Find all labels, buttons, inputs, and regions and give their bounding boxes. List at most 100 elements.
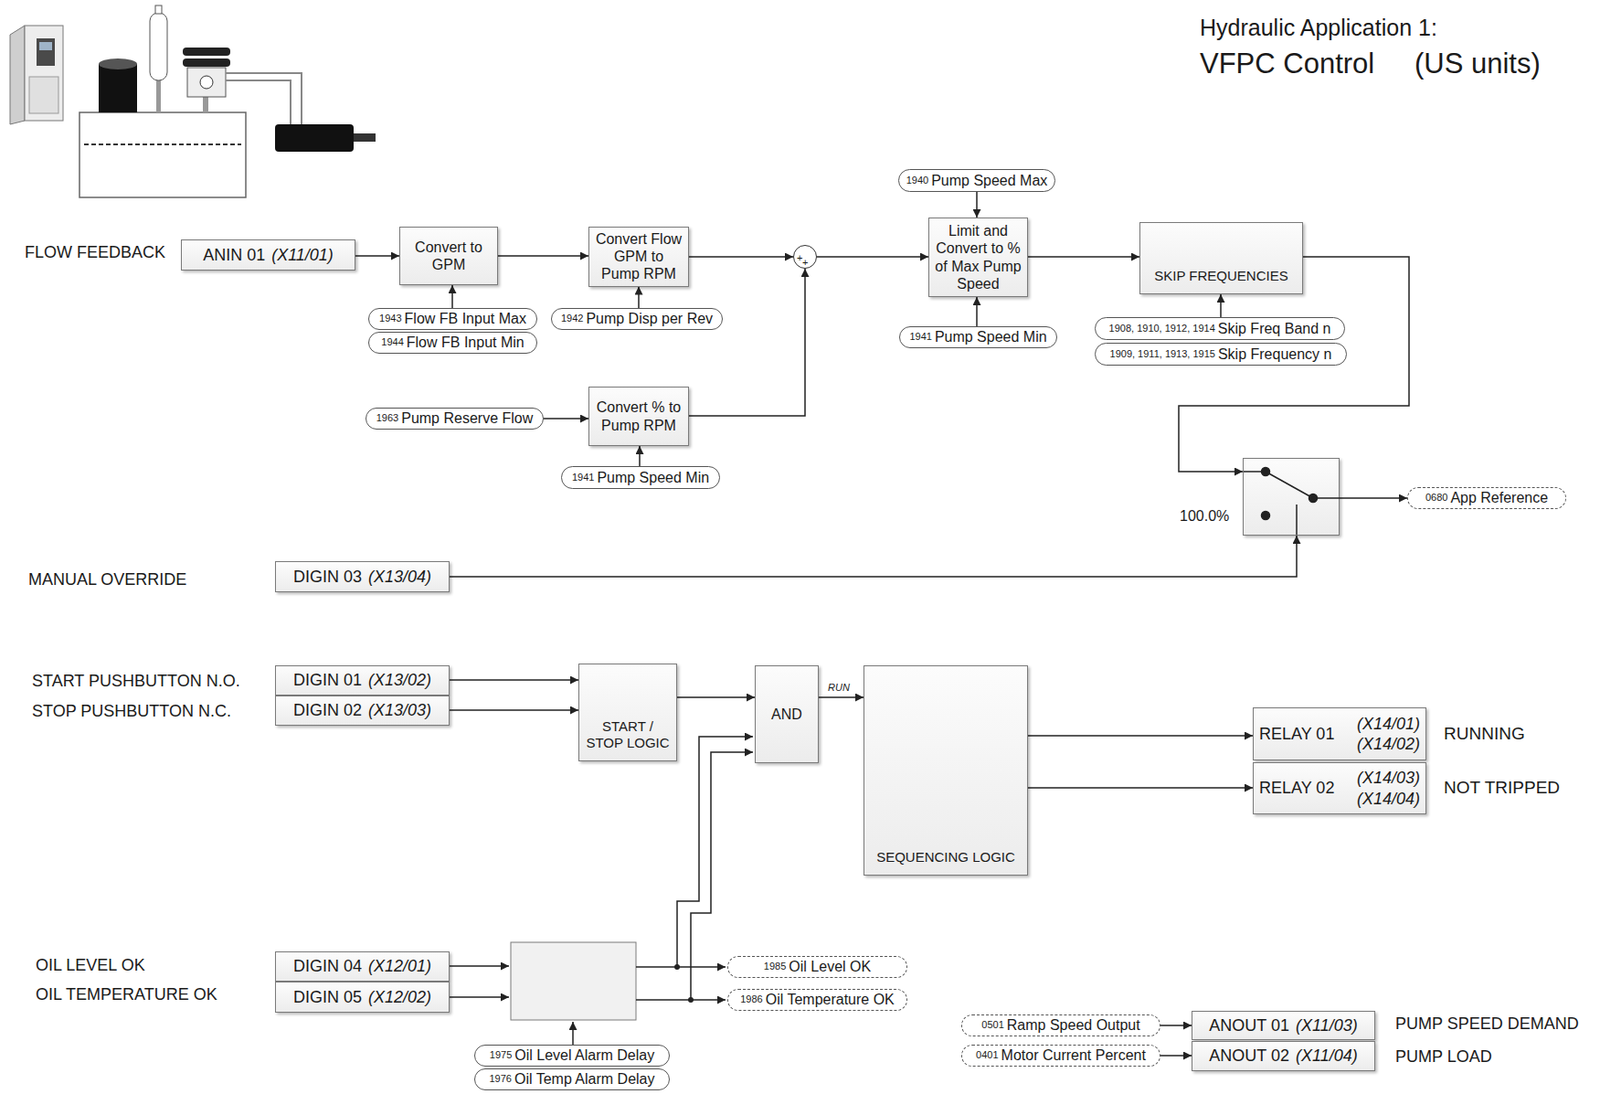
node-text: Flow FB Input Max xyxy=(404,309,527,328)
process-box: Convert Flow GPM to Pump RPM xyxy=(588,226,689,287)
process-box: Convert to GPM xyxy=(399,226,499,286)
terminal-id: (X14/04) xyxy=(1356,788,1420,810)
node-text: DIGIN 01 xyxy=(293,670,362,690)
node-text: Pump Reserve Flow xyxy=(401,409,533,427)
node-text: Pump Disp per Rev xyxy=(585,309,713,328)
parameter-pill: 1976Oil Temp Alarm Delay xyxy=(474,1068,670,1091)
node-text: Motor Current Percent xyxy=(1001,1046,1146,1064)
parameter-number: 1909, 1911, 1913, 1915 xyxy=(1110,348,1216,361)
signal-label: PUMP LOAD xyxy=(1395,1047,1493,1067)
terminal-box: DIGIN 02(X13/03) xyxy=(275,695,450,726)
node-text: Skip Freq Band n xyxy=(1218,319,1332,338)
process-box: Limit and Convert to % of Max Pump Speed xyxy=(928,217,1028,297)
terminal-box: ANIN 01 (X11/01) xyxy=(180,239,356,271)
logic-block: SEQUENCING LOGIC xyxy=(863,665,1028,876)
parameter-number: 1963 xyxy=(376,412,399,424)
signal-label: (US units) xyxy=(1414,47,1541,81)
parameter-number: 1976 xyxy=(488,1072,511,1085)
signal-connector xyxy=(451,285,454,308)
parameter-number: 0501 xyxy=(981,1018,1004,1031)
terminal-id: (X14/02) xyxy=(1356,733,1420,755)
selector-switch: 100.0% xyxy=(1242,457,1340,536)
parameter-pill: 1940Pump Speed Max xyxy=(898,169,1056,192)
signal-label: OIL TEMPERATURE OK xyxy=(35,985,218,1005)
accumulator xyxy=(149,5,168,113)
relay-box: RELAY 01 (X14/01)(X14/02) xyxy=(1252,707,1427,761)
terminal-box: ANOUT 02(X11/04) xyxy=(1191,1040,1376,1071)
parameter-number: 1986 xyxy=(740,993,763,1006)
parameter-number: 1985 xyxy=(763,960,786,973)
output-parameter-pill: 0680App Reference xyxy=(1407,487,1567,509)
process-box: Convert % to Pump RPM xyxy=(588,386,689,446)
signal-connector xyxy=(1219,294,1222,318)
node-text: Convert Flow GPM to Pump RPM xyxy=(593,230,684,284)
signal-connector xyxy=(1027,786,1253,789)
terminal-box: DIGIN 05(X12/02) xyxy=(275,981,450,1013)
output-parameter-pill: 0401Motor Current Percent xyxy=(961,1044,1161,1067)
parameter-pill: 1909, 1911, 1913, 1915Skip Frequency n xyxy=(1094,342,1347,366)
signal-connector xyxy=(638,445,641,467)
signal-connector xyxy=(975,191,978,218)
signal-connector xyxy=(1160,1024,1192,1027)
relay-box: RELAY 02 (X14/03)(X14/04) xyxy=(1252,762,1427,815)
parameter-pill: 1963Pump Reserve Flow xyxy=(365,407,544,430)
node-text: SEQUENCING LOGIC xyxy=(876,848,1016,866)
node-text: (X13/03) xyxy=(368,700,432,721)
hydraulic-tank xyxy=(79,112,246,198)
terminal-box: DIGIN 03(X13/04) xyxy=(275,561,450,593)
parameter-number: 0401 xyxy=(975,1049,998,1061)
signal-label: START PUSHBUTTON N.O. xyxy=(31,671,241,691)
node-text: (X13/04) xyxy=(368,567,432,587)
parameter-number: 1942 xyxy=(561,312,583,325)
node-text: SKIP FREQUENCIES xyxy=(1154,267,1288,285)
logic-block: SKIP FREQUENCIES xyxy=(1139,222,1304,295)
parameter-pill: 1941Pump Speed Min xyxy=(899,326,1058,349)
node-text: DIGIN 04 xyxy=(293,956,362,976)
signal-connector xyxy=(1339,497,1408,499)
terminal-box: DIGIN 04 (X12/01) xyxy=(275,951,450,982)
signal-label: OIL LEVEL OK xyxy=(35,955,146,975)
node-text: (X11/01) xyxy=(271,245,334,265)
signal-label: VFPC Control xyxy=(1199,47,1375,81)
valve-block xyxy=(182,47,231,113)
node-text: Flow FB Input Min xyxy=(406,333,525,351)
signal-connector xyxy=(1027,255,1140,258)
node-text: Pump Speed Max xyxy=(931,171,1048,190)
relay-name: RELAY 01 xyxy=(1259,724,1335,744)
signal-connector xyxy=(816,255,929,258)
node-text: (X11/03) xyxy=(1295,1016,1358,1036)
sign-symbol: + xyxy=(802,257,808,268)
parameter-number: 1940 xyxy=(906,174,929,187)
node-text: Skip Frequency n xyxy=(1218,345,1333,363)
parameter-pill: 1944Flow FB Input Min xyxy=(368,331,538,354)
alarm-block xyxy=(510,942,636,1020)
node-text: ANIN 01 xyxy=(202,245,265,265)
parameter-number: 1941 xyxy=(909,330,932,343)
signal-label: MANUAL OVERRIDE xyxy=(28,570,187,590)
signal-label: NOT TRIPPED xyxy=(1443,777,1560,798)
terminal-box: ANOUT 01(X11/03) xyxy=(1191,1010,1376,1040)
parameter-pill: 1908, 1910, 1912, 1914Skip Freq Band n xyxy=(1094,317,1346,340)
terminal-id: (X14/03) xyxy=(1356,767,1420,789)
drive-unit xyxy=(10,25,64,125)
node-text: ANOUT 02 xyxy=(1208,1046,1290,1066)
signal-connector xyxy=(1160,1054,1192,1057)
signal-label: RUNNING xyxy=(1443,723,1526,744)
signal-connector xyxy=(449,535,1297,577)
signal-connector xyxy=(449,709,579,711)
sign-symbol: + xyxy=(796,253,803,264)
signal-connector xyxy=(498,254,589,257)
summing-junction: ++ xyxy=(793,244,817,269)
output-parameter-pill: 0501Ramp Speed Output xyxy=(961,1014,1161,1037)
node-text: AND xyxy=(771,705,803,723)
parameter-number: 1975 xyxy=(489,1049,512,1061)
parameter-number: 1944 xyxy=(381,336,403,349)
node-text: (X12/01) xyxy=(368,956,432,976)
parameter-number: 1908, 1910, 1912, 1914 xyxy=(1109,322,1216,335)
signal-connector xyxy=(355,254,400,257)
relay-name: RELAY 02 xyxy=(1259,778,1335,798)
junction-dot xyxy=(674,964,680,970)
signal-connector xyxy=(975,296,978,327)
terminal-group: (X14/01)(X14/02) xyxy=(1356,713,1420,755)
